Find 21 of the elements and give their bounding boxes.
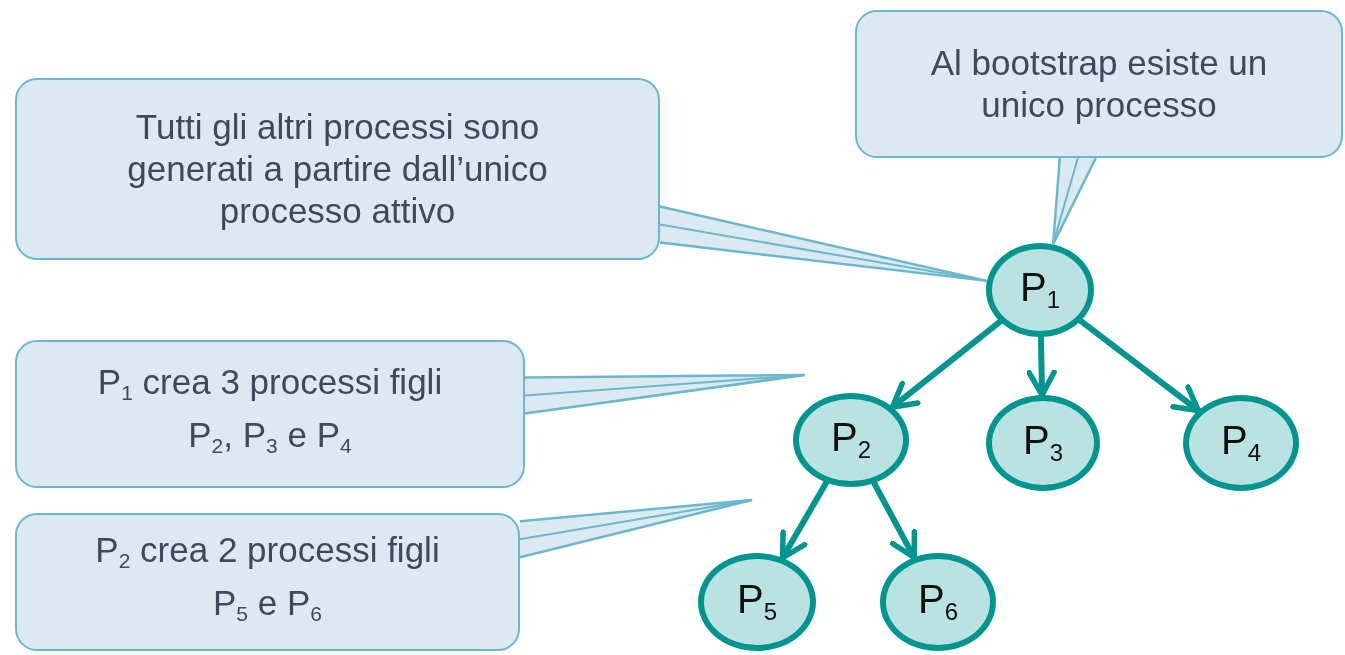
arrow (1026, 334, 1057, 398)
leader-line (1051, 156, 1098, 246)
leader-line (523, 373, 807, 415)
leader-line (658, 205, 989, 283)
process-label: P$_{1}$ (1019, 265, 1060, 315)
callout-bubble (15, 513, 520, 651)
callout-bubble (15, 340, 525, 488)
callout-text: P$_{1}$ crea 3 processi figli P$_{2}$, P$_{3}$ e P$_{4}$ (96, 360, 444, 460)
process-label: P$_{2}$ (830, 415, 871, 465)
arrow (1077, 317, 1202, 414)
leader-line (518, 498, 754, 559)
arrow (889, 318, 1004, 411)
callout-text: P$_{2}$ crea 2 processi figli P$_{5}$ e P$_{6}$ (94, 528, 441, 628)
process-label: P$_{4}$ (1220, 418, 1261, 468)
callout-bubble (855, 10, 1343, 158)
callout-bubble (15, 78, 660, 260)
callout-text: Al bootstrap esiste un unico processo (929, 42, 1269, 126)
callout-text: Tutti gli altri processi sono generati a partire dall’unico processo attivo (126, 106, 549, 232)
process-label: P$_{5}$ (736, 577, 777, 627)
process-label: P$_{3}$ (1022, 418, 1063, 468)
process-label: P$_{6}$ (917, 577, 958, 627)
